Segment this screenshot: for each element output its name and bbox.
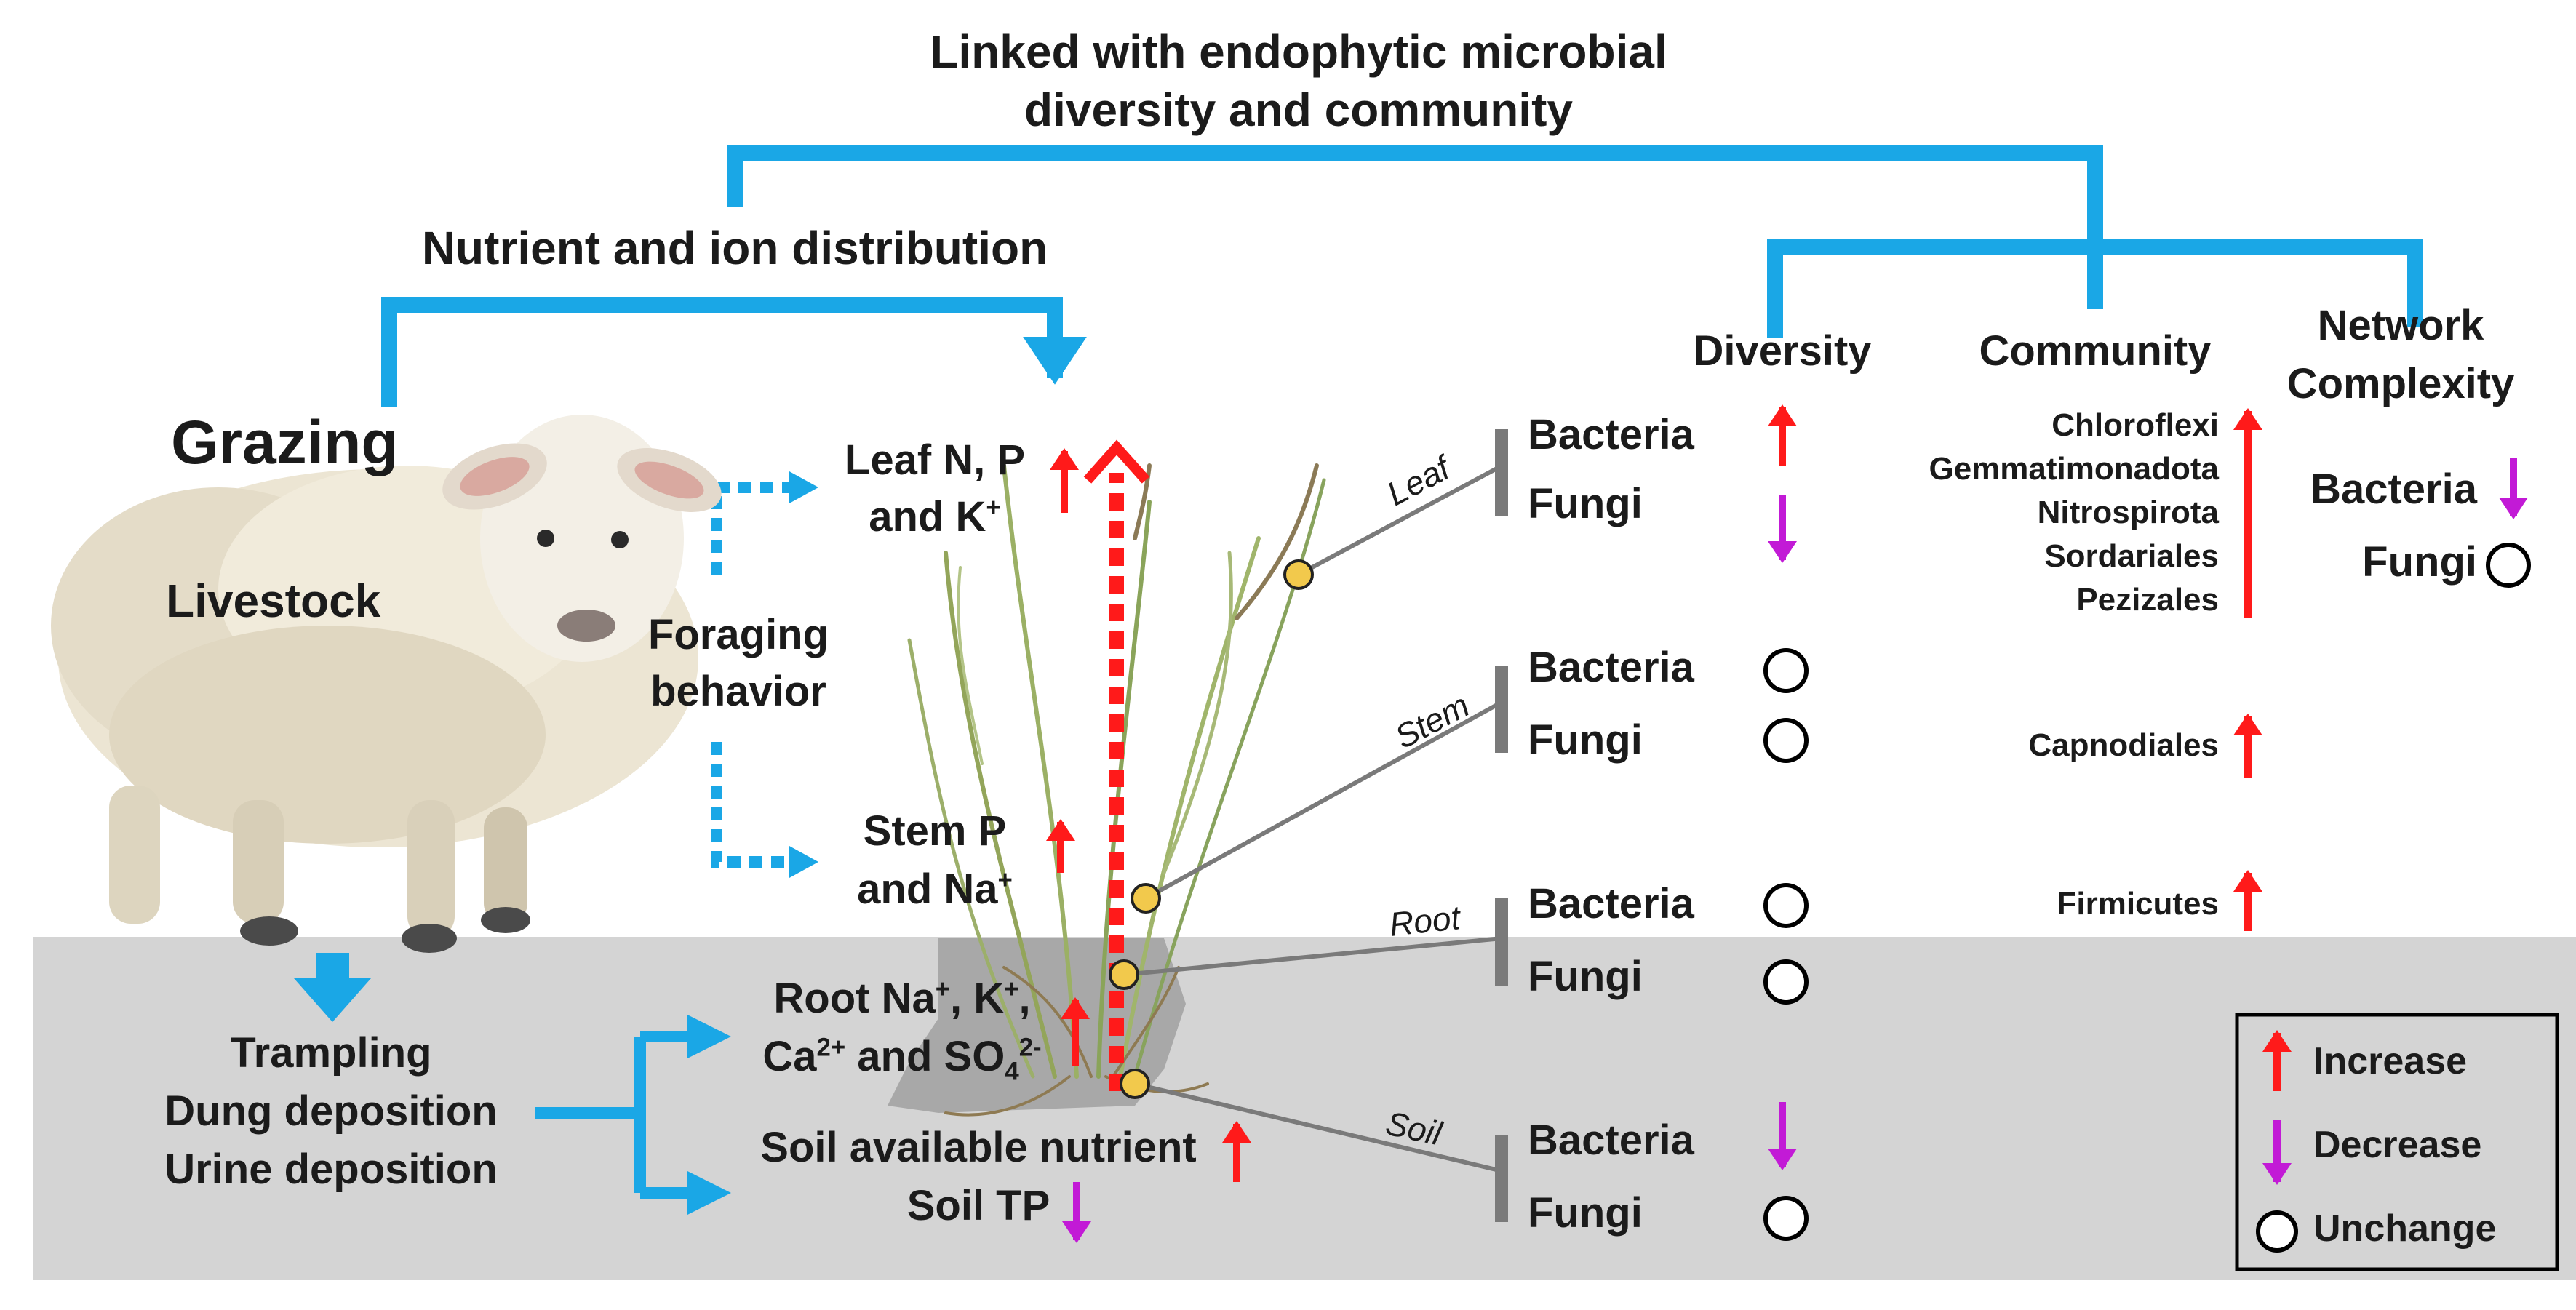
nutrient-change-arrows: [1046, 447, 1251, 1244]
diversity-header: Diversity: [1693, 327, 1872, 375]
network-fungi-label: Fungi: [2362, 538, 2477, 586]
leaf-bacteria-label: Bacteria: [1528, 411, 1694, 458]
taxon-nitrospirota: Nitrospirota: [2037, 495, 2219, 530]
leaf-nutrient-line2: and K+: [869, 493, 1001, 540]
top-title-line2: diversity and community: [1024, 84, 1573, 136]
foraging-label-1: Foraging: [647, 611, 829, 658]
soil-nutrient-label: Soil available nutrient: [760, 1124, 1197, 1171]
leaf-nutrient-line1: Leaf N, P: [844, 436, 1026, 484]
taxon-chloroflexi: Chloroflexi: [2051, 407, 2219, 443]
stem-nutrient-line2: and Na+: [857, 866, 1013, 913]
root-fungi-label: Fungi: [1528, 953, 1643, 1000]
legend-increase-label: Increase: [2313, 1040, 2468, 1082]
legend-decrease-label: Decrease: [2313, 1124, 2482, 1166]
community-header: Community: [1979, 327, 2212, 375]
foraging-label-2: behavior: [650, 668, 826, 715]
sheep-illustration: [51, 415, 722, 953]
taxon-pezizales: Pezizales: [2076, 582, 2219, 618]
nutrient-distribution-label: Nutrient and ion distribution: [421, 222, 1048, 274]
network-header-2: Complexity: [2286, 360, 2515, 407]
foraging-stem-arrowhead: [789, 846, 818, 878]
taxon-sordariales: Sordariales: [2044, 538, 2219, 574]
trampling-down-arrow: [294, 953, 371, 1022]
root-compartment-label: Root: [1387, 898, 1462, 943]
root-nutrient-line1: Root Na+, K+,: [773, 975, 1031, 1022]
leaf-fungi-label: Fungi: [1528, 480, 1643, 527]
soil-band: [33, 937, 2576, 1280]
unchanged-circles: [1763, 543, 2531, 1241]
top-bracket: [381, 145, 2423, 407]
legend-box: [2235, 1013, 2559, 1271]
root-bacteria-label: Bacteria: [1528, 880, 1694, 927]
trampling-branch-arrows: [535, 1031, 698, 1199]
taxon-firmicutes: Firmicutes: [2057, 886, 2219, 922]
plant-illustration: [907, 463, 1326, 1117]
taxon-capnodiales: Capnodiales: [2028, 727, 2219, 763]
legend-symbols: [2256, 1029, 2298, 1253]
compartment-connectors: [1123, 463, 1504, 1173]
grazing-label: Grazing: [171, 408, 399, 476]
soil-fungi-label: Fungi: [1528, 1189, 1643, 1237]
stem-nutrient-line1: Stem P: [863, 807, 1007, 855]
foraging-leaf-arrowhead: [789, 471, 818, 503]
network-bacteria-label: Bacteria: [2310, 466, 2477, 513]
soil-bacteria-label: Bacteria: [1528, 1117, 1694, 1164]
root-nutrient-line2: Ca2+ and SO42-: [762, 1033, 1042, 1086]
taxon-gemmatimonadota: Gemmatimonadota: [1929, 451, 2219, 487]
stem-bacteria-label: Bacteria: [1528, 644, 1694, 691]
top-title-line1: Linked with endophytic microbial: [930, 25, 1667, 78]
trampling-label: Trampling: [230, 1029, 432, 1077]
root-arrowhead: [687, 1015, 731, 1058]
legend-unchange-label: Unchange: [2313, 1207, 2497, 1250]
soil-tp-label: Soil TP: [906, 1182, 1050, 1229]
urine-label: Urine deposition: [164, 1146, 498, 1193]
compartment-bars: [1495, 429, 1508, 1222]
network-header-1: Network: [2317, 302, 2484, 349]
community-arrows: [2233, 407, 2528, 931]
stem-fungi-label: Fungi: [1528, 716, 1643, 764]
compartment-nodes: [1109, 559, 1314, 1099]
livestock-label: Livestock: [166, 575, 381, 627]
soil-arrowhead: [687, 1171, 731, 1215]
dung-label: Dung deposition: [164, 1087, 498, 1135]
